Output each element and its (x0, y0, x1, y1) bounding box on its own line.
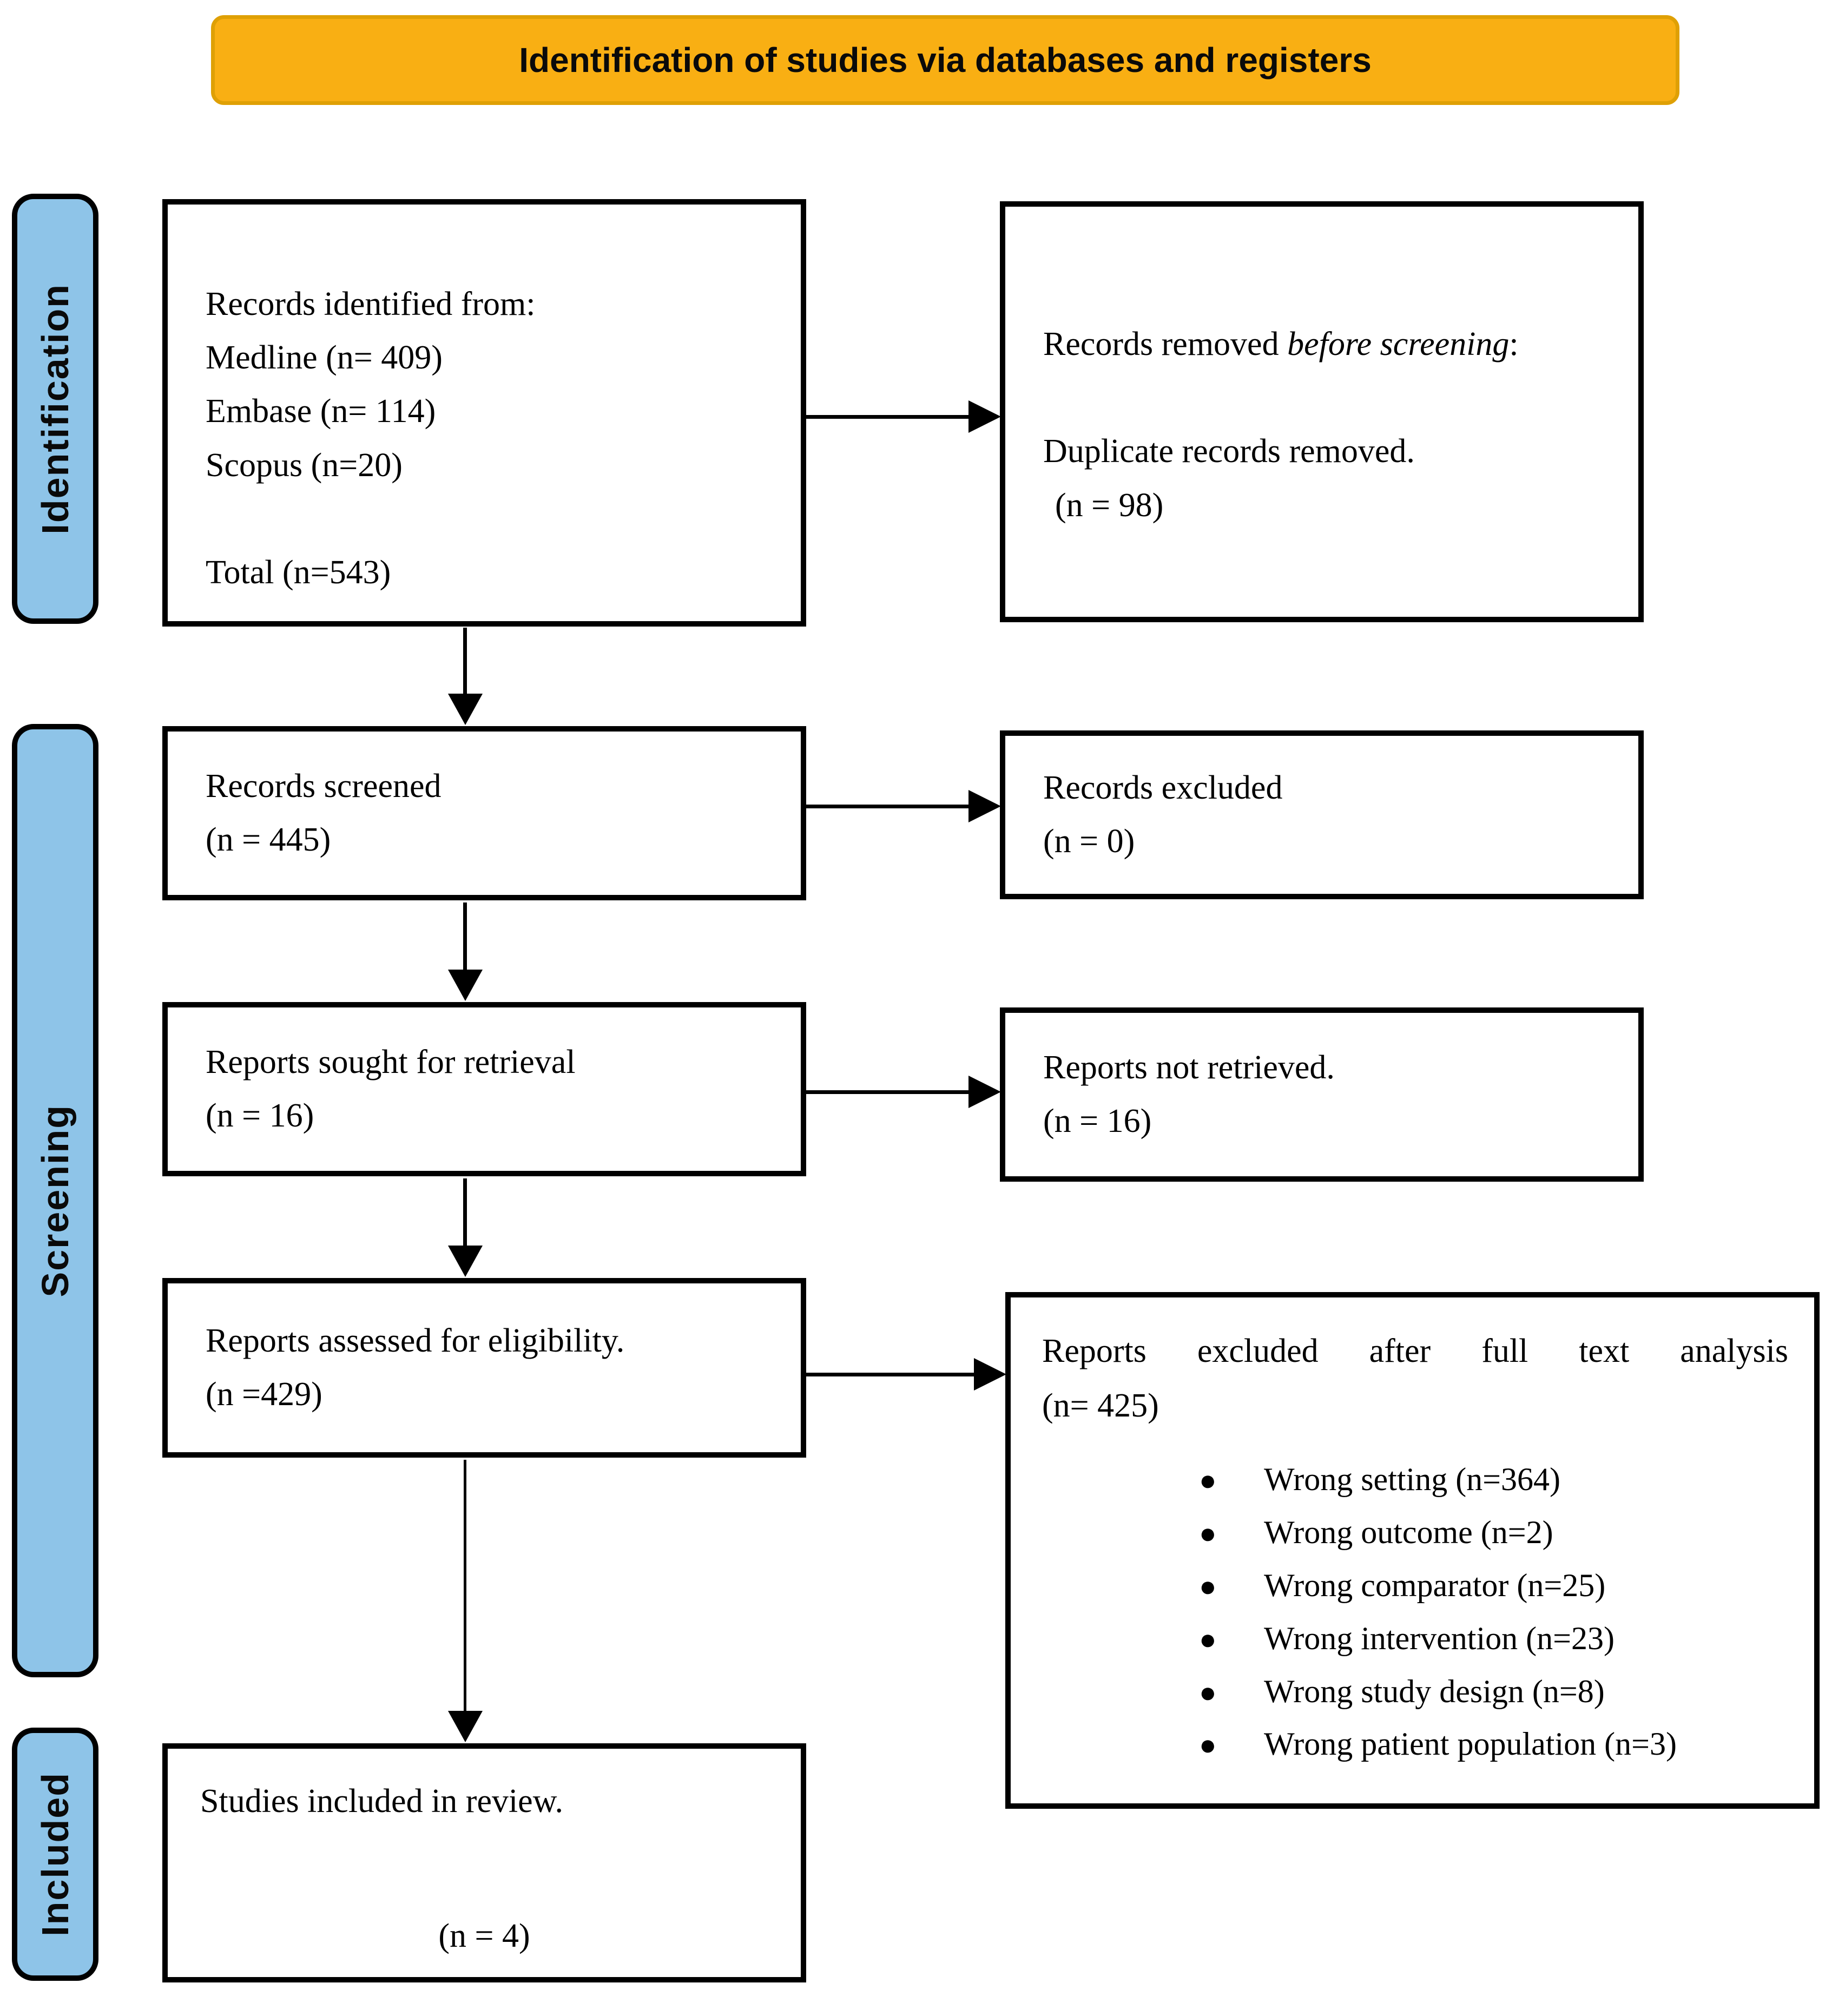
records-screened-line: Records screened (206, 767, 442, 805)
records-screened-count: (n = 445) (206, 821, 331, 858)
fulltext-title-line2: (n= 425) (1042, 1387, 1159, 1425)
studies-included-count: (n = 4) (438, 1918, 530, 1955)
records-removed-heading: Records removed before screening: (1043, 326, 1519, 363)
bullet-item: ●Wrong intervention (n=23) (1042, 1612, 1788, 1665)
bullet-item: ●Wrong setting (n=364) (1042, 1453, 1788, 1506)
studies-included-line: Studies included in review. (200, 1783, 563, 1820)
box-records-identified: Records identified from: Medline (n= 409… (162, 199, 806, 627)
records-identified-scopus: Scopus (n=20) (206, 446, 403, 484)
bullet-icon: ● (1199, 1517, 1217, 1550)
records-identified-total: Total (n=543) (206, 554, 391, 591)
records-excluded-line: Records excluded (1043, 769, 1283, 806)
box-reports-not-retrieved: Reports not retrieved. (n = 16) (1000, 1007, 1644, 1182)
arrow-down-icon (448, 902, 483, 1001)
records-identified-line: Records identified from: (206, 286, 536, 322)
bullet-icon: ● (1199, 1729, 1217, 1762)
reports-sought-line: Reports sought for retrieval (206, 1043, 576, 1081)
spacer-line (1043, 371, 1617, 425)
arrow-right-icon (805, 400, 1001, 433)
box-reports-excluded-fulltext: Reports excluded after full text analysi… (1005, 1292, 1820, 1809)
reports-assessed-count: (n =429) (206, 1376, 322, 1413)
stage-identification: Identification (12, 194, 98, 624)
bullet-item: ●Wrong comparator (n=25) (1042, 1559, 1788, 1612)
bullet-item: ●Wrong outcome (n=2) (1042, 1506, 1788, 1559)
duplicates-removed-line: Duplicate records removed. (1043, 433, 1415, 470)
reports-not-retrieved-line: Reports not retrieved. (1043, 1049, 1335, 1086)
stage-screening-label: Screening (34, 1104, 76, 1297)
arrow-right-icon (805, 1358, 1006, 1391)
bullet-icon: ● (1199, 1570, 1217, 1603)
arrow-right-icon (805, 790, 1001, 822)
stage-screening: Screening (12, 724, 98, 1677)
reports-sought-count: (n = 16) (206, 1097, 314, 1134)
arrow-down-icon (448, 1460, 483, 1742)
records-identified-embase: Embase (n= 114) (206, 393, 436, 430)
records-removed-italic: before screening (1287, 326, 1510, 363)
fulltext-title-line1: Reports excluded after full text analysi… (1042, 1333, 1788, 1369)
stage-included: Included (12, 1728, 98, 1981)
arrow-right-icon (805, 1076, 1001, 1108)
fulltext-bullet-list: ●Wrong setting (n=364) ●Wrong outcome (n… (1042, 1453, 1788, 1771)
bullet-icon: ● (1199, 1623, 1217, 1656)
spacer-line (206, 492, 779, 546)
box-studies-included: Studies included in review. (n = 4) (162, 1743, 806, 1982)
box-records-excluded: Records excluded (n = 0) (1000, 730, 1644, 899)
records-identified-medline: Medline (n= 409) (206, 339, 443, 377)
arrow-down-icon (448, 628, 483, 725)
box-records-removed: Records removed before screening: Duplic… (1000, 201, 1644, 622)
records-excluded-count: (n = 0) (1043, 823, 1135, 860)
bullet-icon: ● (1199, 1676, 1217, 1709)
bullet-item: ●Wrong study design (n=8) (1042, 1665, 1788, 1718)
banner: Identification of studies via databases … (211, 15, 1679, 105)
box-records-screened: Records screened (n = 445) (162, 726, 806, 900)
reports-assessed-line: Reports assessed for eligibility. (206, 1322, 625, 1359)
arrow-down-icon (448, 1178, 483, 1277)
reports-not-retrieved-count: (n = 16) (1043, 1103, 1152, 1139)
banner-title: Identification of studies via databases … (519, 41, 1372, 80)
bullet-icon: ● (1199, 1464, 1217, 1497)
stage-identification-label: Identification (34, 283, 76, 535)
duplicates-removed-count: (n = 98) (1055, 486, 1164, 524)
box-reports-sought: Reports sought for retrieval (n = 16) (162, 1002, 806, 1176)
bullet-item: ●Wrong patient population (n=3) (1042, 1718, 1788, 1771)
box-reports-assessed: Reports assessed for eligibility. (n =42… (162, 1278, 806, 1458)
stage-included-label: Included (34, 1772, 76, 1936)
